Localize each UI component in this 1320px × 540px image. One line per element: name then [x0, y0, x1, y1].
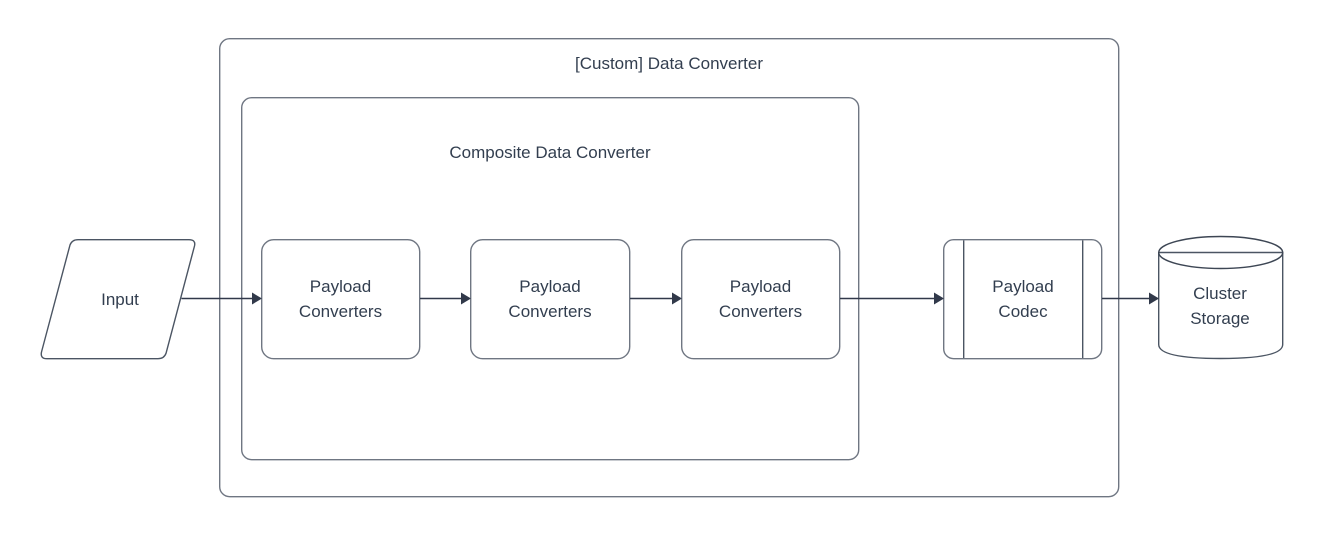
codec-shape[interactable]: [943, 238, 1103, 360]
inner-container-shape[interactable]: [240, 96, 860, 461]
converter-box-2-shape[interactable]: [470, 238, 631, 360]
storage-cylinder-top: [1157, 235, 1284, 270]
input-shape[interactable]: [40, 239, 196, 360]
connector-input-to-converter1: [181, 292, 262, 305]
connector-converter3-to-codec: [840, 292, 944, 305]
converter-box-3-shape[interactable]: [681, 238, 841, 360]
connector-converter2-to-converter3: [630, 292, 682, 305]
connector-codec-to-storage: [1102, 292, 1159, 305]
connector-converter1-to-converter2: [420, 292, 471, 305]
storage-cylinder-body[interactable]: [1158, 251, 1284, 360]
converter-box-1-shape[interactable]: [261, 238, 421, 360]
outer-container-shape[interactable]: [218, 38, 1120, 498]
